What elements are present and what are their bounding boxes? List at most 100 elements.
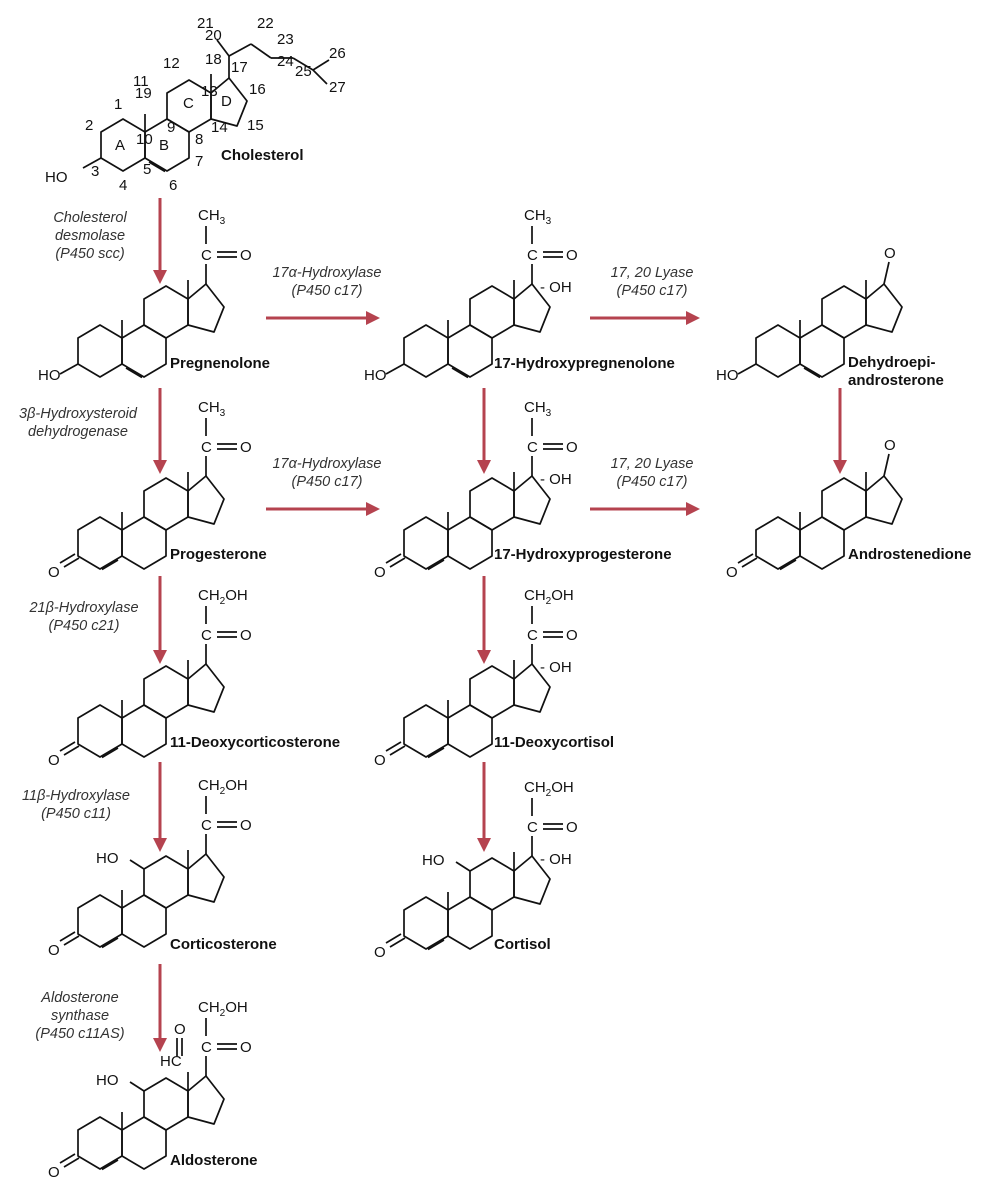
androstenedione-structure: OO — [726, 437, 903, 581]
compound-name-deoxycorticosterone: 11-Deoxycorticosterone — [170, 734, 340, 751]
hydroxymethyl-21-label: CH2OH — [198, 999, 248, 1019]
deoxycortisol-structure: O C O CH2OH - OH — [374, 587, 578, 769]
carbon-number-4: 4 — [119, 177, 127, 194]
aldehyde-o-label: O — [174, 1021, 186, 1038]
reaction-arrow-c21 — [153, 576, 167, 664]
hydroxymethyl-21-label: CH2OH — [198, 587, 248, 607]
enzyme-label-c11: 11β-Hydroxylase(P450 c11) — [22, 788, 130, 822]
carbon-number-8: 8 — [195, 131, 203, 148]
methyl-21-label: CH3 — [198, 399, 226, 419]
c20-label: C — [527, 819, 538, 836]
hydroxyl-17-label: - OH — [540, 659, 572, 676]
hydroxymethyl-21-label: CH2OH — [198, 777, 248, 797]
hydroxyl-11-label: HO — [96, 850, 119, 867]
carbon-number-12: 12 — [163, 55, 180, 72]
c20-ketone-label: O — [240, 439, 252, 456]
carbon-number-7: 7 — [195, 153, 203, 170]
c20-ketone-label: O — [566, 439, 578, 456]
c20-ketone-label: O — [240, 627, 252, 644]
ketone-17-label: O — [884, 245, 896, 262]
hydroxyl-11-label: HO — [96, 1072, 119, 1089]
ketone-3-label: O — [48, 1164, 60, 1181]
c20-label: C — [527, 247, 538, 264]
c20-label: C — [527, 627, 538, 644]
dhea-structure: HO O — [716, 245, 903, 384]
c20-ketone-label: O — [566, 627, 578, 644]
carbon-number-24: 24 — [277, 53, 294, 70]
carbon-number-18: 18 — [205, 51, 222, 68]
reaction-arrow-c11as — [153, 964, 167, 1052]
ring-label-d: D — [221, 93, 232, 110]
methyl-21-label: CH3 — [198, 207, 226, 227]
compound-name-hydroxyprogesterone: 17-Hydroxyprogesterone — [494, 546, 672, 563]
carbon-number-3: 3 — [91, 163, 99, 180]
hydroxymethyl-21-label: CH2OH — [524, 779, 574, 799]
c20-ketone-label: O — [240, 1039, 252, 1056]
carbon-number-9: 9 — [167, 119, 175, 136]
enzyme-label-c21: 21β-Hydroxylase(P450 c21) — [28, 600, 138, 634]
ketone-3-label: O — [48, 942, 60, 959]
carbon-number-6: 6 — [169, 177, 177, 194]
compound-name-hydroxypregnenolone: 17-Hydroxypregnenolone — [494, 355, 675, 372]
reaction-arrow-pregnenolone-to-progesterone-17oh — [477, 388, 491, 474]
c20-ketone-label: O — [240, 247, 252, 264]
carbon-number-21: 21 — [197, 15, 214, 32]
carbon-number-10: 10 — [136, 131, 153, 148]
reaction-arrow-c11 — [153, 762, 167, 852]
ketone-3-label: O — [374, 944, 386, 961]
reaction-arrow-hydroxyprogesterone-to-deoxycortisol — [477, 576, 491, 664]
ketone-3-label: O — [374, 752, 386, 769]
hydroxyl-11-label: HO — [422, 852, 445, 869]
compound-name-cortisol: Cortisol — [494, 936, 551, 953]
carbon-number-2: 2 — [85, 117, 93, 134]
reaction-arrow-hsd — [153, 388, 167, 474]
reaction-arrow-c17-top — [266, 311, 380, 325]
reaction-arrow-scc — [153, 198, 167, 284]
c20-label: C — [201, 247, 212, 264]
c20-ketone-label: O — [240, 817, 252, 834]
enzyme-label-c17_top: 17α-Hydroxylase(P450 c17) — [272, 265, 381, 299]
c20-label: C — [527, 439, 538, 456]
carbon-number-14: 14 — [211, 119, 228, 136]
hydroxyl-3-label: HO — [716, 367, 739, 384]
aldehyde-label: HC — [160, 1053, 182, 1070]
carbon-number-15: 15 — [247, 117, 264, 134]
enzyme-label-lyase_top: 17, 20 Lyase(P450 c17) — [611, 265, 694, 299]
carbon-number-20: 20 — [205, 27, 222, 44]
enzyme-label-c17_mid: 17α-Hydroxylase(P450 c17) — [272, 456, 381, 490]
ring-label-b: B — [159, 137, 169, 154]
carbon-number-27: 27 — [329, 79, 346, 96]
compound-name-cholesterol: Cholesterol — [221, 147, 304, 164]
hydroxymethyl-21-label: CH2OH — [524, 587, 574, 607]
c20-label: C — [201, 439, 212, 456]
compound-name-corticosterone: Corticosterone — [170, 936, 277, 953]
carbon-number-5: 5 — [143, 161, 151, 178]
carbon-number-19: 19 — [135, 85, 152, 102]
compound-name-progesterone: Progesterone — [170, 546, 267, 563]
compound-name-aldosterone: Aldosterone — [170, 1152, 258, 1169]
ketone-3-label: O — [374, 564, 386, 581]
cholesterol-hydroxyl-label: HO — [45, 169, 68, 186]
reaction-arrow-lyase-top — [590, 311, 700, 325]
enzyme-label-lyase_mid: 17, 20 Lyase(P450 c17) — [611, 456, 694, 490]
compound-name-androstenedione: Androstenedione — [848, 546, 971, 563]
c20-label: C — [201, 627, 212, 644]
carbon-number-11: 11 — [133, 73, 149, 90]
ring-label-c: C — [183, 95, 194, 112]
methyl-21-label: CH3 — [524, 399, 552, 419]
reaction-arrow-lyase-mid — [590, 502, 700, 516]
compound-name-deoxycortisol: 11-Deoxycortisol — [494, 734, 614, 751]
